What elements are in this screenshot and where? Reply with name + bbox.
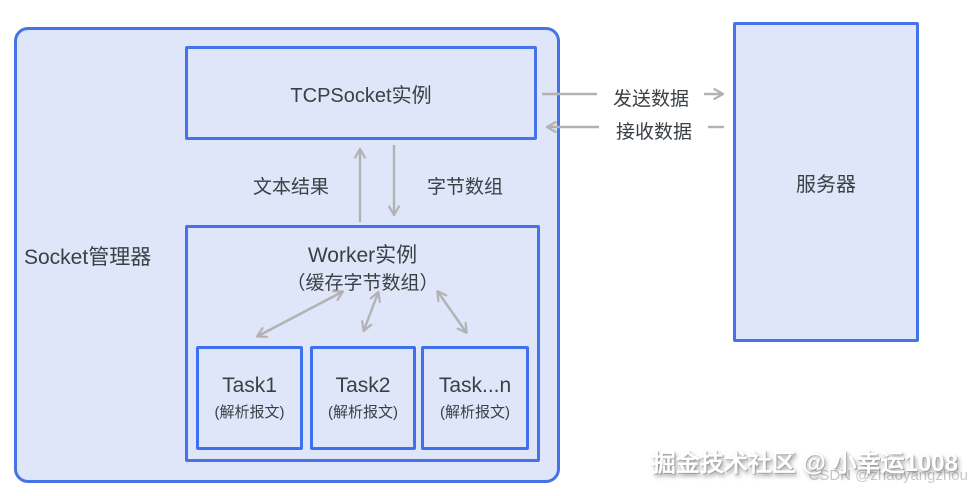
byte-array-label: 字节数组 [426, 177, 503, 198]
taskn-box: Task...n (解析报文) [421, 346, 529, 450]
watermark-csdn: CSDN @zhaoyangzhou [808, 467, 968, 484]
worker-box: Worker实例 （缓存字节数组） Task1 (解析报文) Task2 (解析… [185, 225, 540, 462]
task2-name: Task2 [335, 374, 391, 397]
receive-data-label: 接收数据 [615, 122, 692, 143]
server-box: 服务器 [733, 22, 919, 342]
worker-title: Worker实例 [307, 244, 418, 267]
tcpsocket-box: TCPSocket实例 [185, 46, 537, 140]
socket-manager-label: Socket管理器 [24, 246, 152, 269]
task2-box: Task2 (解析报文) [310, 346, 416, 450]
task1-desc: (解析报文) [214, 404, 285, 421]
taskn-name: Task...n [438, 374, 512, 397]
server-label: 服务器 [796, 173, 856, 196]
tcpsocket-label: TCPSocket实例 [290, 84, 432, 107]
text-result-label: 文本结果 [252, 177, 329, 198]
task1-box: Task1 (解析报文) [196, 346, 303, 450]
worker-subtitle: （缓存字节数组） [286, 273, 439, 294]
task1-name: Task1 [222, 374, 277, 397]
send-data-label: 发送数据 [612, 89, 689, 110]
task2-desc: (解析报文) [328, 404, 398, 421]
taskn-desc: (解析报文) [440, 404, 510, 421]
watermark-juejin: 掘金技术社区 @ 小幸运1008 [651, 450, 958, 477]
